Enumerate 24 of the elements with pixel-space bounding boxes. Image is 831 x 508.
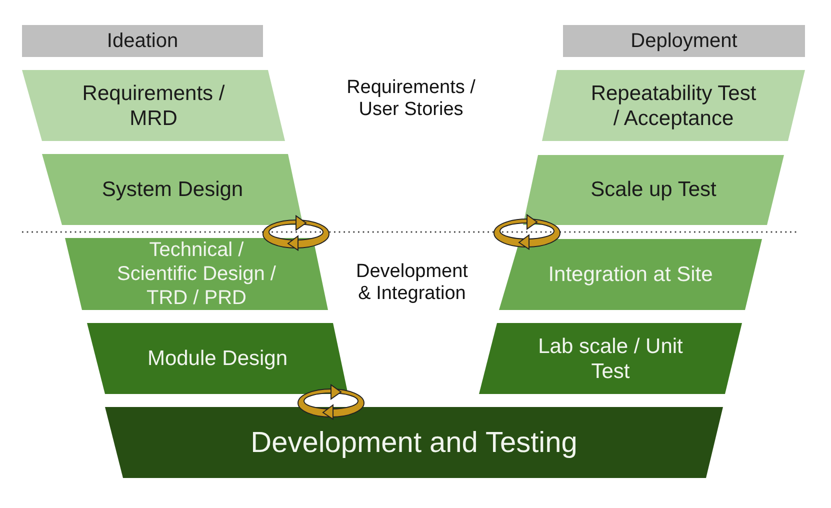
stage-title: Repeatability Test / Acceptance: [590, 80, 758, 130]
section-label: Requirements / User Stories: [346, 77, 476, 121]
stage-band: [42, 154, 303, 225]
stage-band: [523, 155, 784, 225]
stage-title: Technical / Scientific Design / TRD / PRD: [116, 238, 277, 310]
phase-header: [22, 25, 263, 57]
phase-title: Ideation: [106, 28, 178, 54]
stage-band: [65, 238, 328, 310]
stage-band: [479, 323, 742, 394]
stage-band: [105, 407, 723, 478]
stage-title: Requirements / MRD: [81, 80, 226, 130]
phase-header: [563, 25, 805, 57]
stage-title: System Design: [102, 176, 244, 202]
stage-title: Development and Testing: [250, 426, 578, 460]
stage-title: Scale up Test: [590, 177, 716, 203]
section-label: Development & Integration: [355, 261, 469, 305]
stage-title: Module Design: [147, 346, 288, 372]
phase-title: Deployment: [630, 28, 738, 54]
stage-band: [87, 323, 348, 394]
stage-band: [22, 70, 285, 141]
stage-title: Integration at Site: [548, 262, 713, 288]
stage-band: [499, 239, 762, 310]
stage-band: [542, 70, 805, 141]
stage-title: Lab scale / Unit Test: [537, 334, 684, 384]
